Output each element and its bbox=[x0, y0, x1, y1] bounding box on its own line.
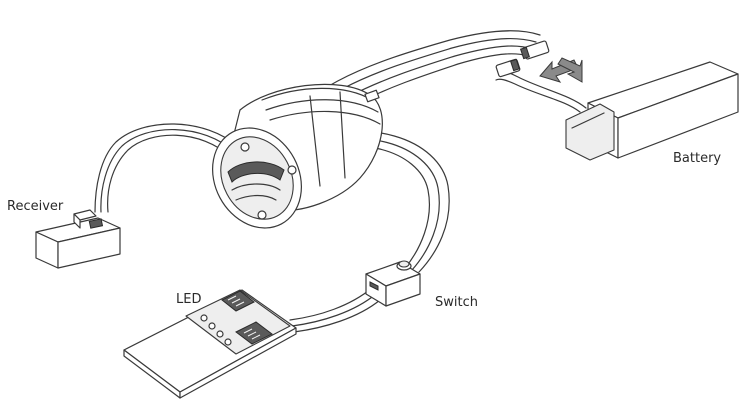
led-display-unit bbox=[123, 289, 297, 399]
esc-motor-unit bbox=[212, 83, 383, 229]
switch-box bbox=[365, 260, 421, 307]
receiver-wire bbox=[94, 123, 241, 213]
receiver-box bbox=[35, 209, 121, 269]
led-label: LED bbox=[176, 292, 202, 307]
battery-pack bbox=[495, 58, 739, 161]
led-wire bbox=[289, 287, 381, 333]
battery-label: Battery bbox=[673, 151, 722, 166]
connect-arrows bbox=[539, 57, 583, 83]
esc-battery-connector bbox=[519, 40, 550, 60]
switch-label: Switch bbox=[435, 295, 478, 310]
receiver-label: Receiver bbox=[7, 199, 64, 214]
